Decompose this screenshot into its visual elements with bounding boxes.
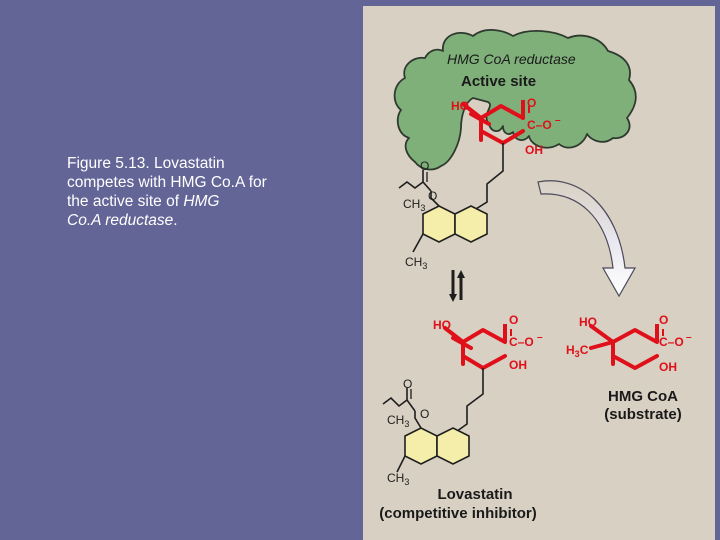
caption-line-1: Figure 5.13. Lovastatin xyxy=(67,155,225,172)
bound-ester-o: O xyxy=(428,189,437,203)
lovastatin-name: Lovastatin xyxy=(437,486,512,503)
active-site-label: Active site xyxy=(461,73,536,90)
bound-o: O xyxy=(527,96,536,110)
bound-oh: OH xyxy=(525,143,543,157)
bound-ring-o: O xyxy=(420,159,429,173)
lovastatin-molecule: HO O C–O – OH O O CH3 CH3 xyxy=(382,313,543,487)
lovastatin-coo: C–O xyxy=(509,335,534,349)
lovastatin-role: (competitive inhibitor) xyxy=(379,505,537,522)
hmg-coa-backbone xyxy=(589,324,659,370)
figure-caption: Figure 5.13. Lovastatin competes with HM… xyxy=(67,154,317,230)
lovastatin-minus: – xyxy=(537,332,543,343)
curved-arrow xyxy=(537,180,637,298)
lovastatin-ch3-a: CH3 xyxy=(387,413,409,429)
caption-line-2: competes with HMG Co.A for xyxy=(67,174,267,191)
lovastatin-ring-o: O xyxy=(403,377,412,391)
bound-backbone xyxy=(461,102,525,145)
hmg-coa-minus: – xyxy=(686,332,692,343)
bound-minus: – xyxy=(555,115,561,126)
lovastatin-ring-left xyxy=(404,427,438,465)
caption-line-4-italic: Co.A reductase xyxy=(67,212,174,229)
lovastatin-oh: OH xyxy=(509,358,527,372)
bound-ring-left xyxy=(422,205,456,243)
lovastatin-ester-o: O xyxy=(420,407,429,421)
hmg-coa-o: O xyxy=(659,313,668,327)
bound-methyl-bottom xyxy=(412,233,424,253)
enzyme-name: HMG CoA reductase xyxy=(447,51,576,67)
bound-linker xyxy=(470,143,504,213)
lovastatin-ho: HO xyxy=(433,318,451,332)
hmg-coa-oh: OH xyxy=(659,360,677,374)
figure-illustration: HMG CoA reductase Active site HO O C–O –… xyxy=(379,29,692,522)
figure-panel: HMG CoA reductase Active site HO O C–O –… xyxy=(363,6,715,540)
lovastatin-linker xyxy=(452,368,484,435)
lovastatin-o: O xyxy=(509,313,518,327)
bound-ch3-b: CH3 xyxy=(405,255,427,271)
hmg-coa-molecule: HO O C–O – OH H3C xyxy=(566,313,692,374)
lovastatin-ester-chain xyxy=(382,388,422,429)
bound-ch3-a: CH3 xyxy=(403,197,425,213)
enzyme-blob xyxy=(393,29,637,171)
caption-line-3-italic: HMG xyxy=(183,193,220,210)
lovastatin-ch3-b: CH3 xyxy=(387,471,409,487)
lovastatin-ring-right xyxy=(436,427,470,465)
caption-line-4-suffix: . xyxy=(173,212,178,229)
bound-ho: HO xyxy=(451,99,469,113)
lovastatin-methyl-bottom xyxy=(396,455,406,473)
bound-molecule: HO O C–O – OH O O CH3 CH3 xyxy=(398,96,561,271)
caption-line-3: the active site of xyxy=(67,193,184,210)
bound-ester-chain xyxy=(398,170,440,207)
bound-coo: C–O xyxy=(527,118,552,132)
hmg-coa-ho: HO xyxy=(579,315,597,329)
equilibrium-arrows xyxy=(449,270,465,302)
hmg-coa-name: HMG CoA xyxy=(608,388,678,405)
lovastatin-backbone xyxy=(443,326,507,370)
bound-ring-right xyxy=(454,205,488,243)
hmg-coa-h3c: H3C xyxy=(566,343,589,359)
hmg-coa-role: (substrate) xyxy=(604,406,682,423)
hmg-coa-coo: C–O xyxy=(659,335,684,349)
